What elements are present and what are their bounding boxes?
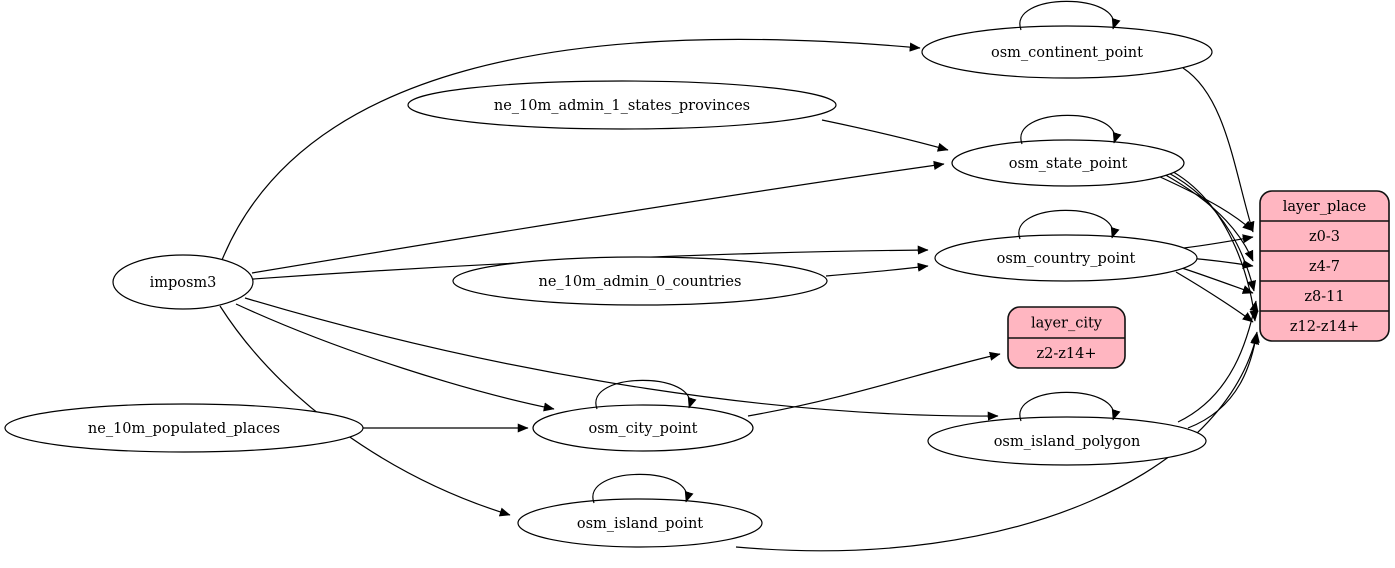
node-shape-osm_country_point bbox=[934, 234, 1198, 282]
nodes-layer: imposm3 ne_10m_admin_1_states_provincesne… bbox=[4, 25, 1390, 548]
edge-imposm3-to-osm_state_point bbox=[251, 160, 945, 274]
edge-imposm3-to-osm_city_point bbox=[235, 303, 555, 412]
node-osm_island_polygon: osm_island_polygon bbox=[927, 416, 1207, 466]
node-label-ne_10m_admin_0_countries: ne_10m_admin_0_countries bbox=[539, 274, 742, 290]
record-layer_city-row-z2-z14+: z2-z14+ bbox=[1036, 346, 1096, 362]
node-shape-ne_10m_populated_places bbox=[4, 403, 364, 453]
edge-osm_island_polygon-to-layer_place-z8-11 bbox=[1177, 300, 1259, 423]
node-shape-osm_state_point bbox=[951, 139, 1185, 187]
self-loop-edge-osm_island_point bbox=[592, 473, 694, 504]
record-title-layer_city: layer_city bbox=[1031, 316, 1103, 332]
self-loop-edge-osm_country_point bbox=[1018, 209, 1120, 240]
self-loop-edge-osm_state_point bbox=[1020, 114, 1122, 145]
edge-osm_country_point-to-layer_place-z12-z14+ bbox=[1175, 271, 1254, 323]
edge-osm_country_point-to-layer_place-z0-3 bbox=[1183, 234, 1254, 249]
edge-osm_city_point-to-layer_city-z2-z14+ bbox=[747, 351, 1001, 417]
self-loop-edge-osm_island_polygon bbox=[1019, 391, 1121, 422]
node-osm_continent_point: osm_continent_point bbox=[921, 25, 1213, 79]
edge-imposm3-to-osm_continent_point bbox=[221, 38, 921, 261]
edge-osm_state_point-to-layer_place-z8-11 bbox=[1164, 170, 1257, 292]
node-ne_10m_admin_1_states_provinces: ne_10m_admin_1_states_provinces bbox=[407, 80, 837, 130]
node-shape-imposm3 bbox=[112, 254, 254, 310]
edge-osm_continent_point-to-layer_place-z0-3 bbox=[1182, 67, 1255, 233]
node-shape-osm_island_polygon bbox=[927, 416, 1207, 466]
self-loop-edge-osm_city_point bbox=[595, 379, 697, 410]
node-ne_10m_populated_places: ne_10m_populated_places bbox=[4, 403, 364, 453]
node-label-osm_city_point: osm_city_point bbox=[588, 421, 697, 437]
node-shape-osm_island_point bbox=[517, 498, 763, 548]
node-osm_city_point: osm_city_point bbox=[532, 404, 754, 452]
node-label-ne_10m_admin_1_states_provinces: ne_10m_admin_1_states_provinces bbox=[494, 98, 750, 114]
node-ne_10m_admin_0_countries: ne_10m_admin_0_countries bbox=[452, 256, 828, 306]
node-label-imposm3: imposm3 bbox=[150, 275, 217, 291]
record-layer_city: layer_city z2-z14+ bbox=[1007, 306, 1126, 369]
edge-osm_country_point-to-layer_place-z8-11 bbox=[1181, 267, 1254, 294]
record-layer_place: layer_place z0-3 z4-7 z8-11 z12-z14+ bbox=[1259, 190, 1390, 342]
edge-osm_state_point-to-layer_place-z0-3 bbox=[1157, 175, 1254, 232]
self-loops-layer bbox=[592, 0, 1122, 504]
edge-osm_country_point-to-layer_place-z4-7 bbox=[1187, 257, 1254, 269]
edge-ne_10m_admin_1_states_provinces-to-osm_state_point bbox=[821, 119, 949, 152]
node-osm_island_point: osm_island_point bbox=[517, 498, 763, 548]
node-label-osm_island_polygon: osm_island_polygon bbox=[994, 434, 1141, 450]
node-label-osm_continent_point: osm_continent_point bbox=[991, 45, 1143, 61]
node-shape-osm_city_point bbox=[532, 404, 754, 452]
edge-osm_island_point-to-layer_place-z12-z14+ bbox=[735, 333, 1260, 552]
node-imposm3: imposm3 bbox=[112, 254, 254, 310]
node-label-osm_country_point: osm_country_point bbox=[997, 251, 1136, 267]
self-loop-edge-osm_continent_point bbox=[1019, 0, 1121, 31]
node-label-ne_10m_populated_places: ne_10m_populated_places bbox=[88, 421, 280, 437]
node-osm_country_point: osm_country_point bbox=[934, 234, 1198, 282]
node-label-osm_state_point: osm_state_point bbox=[1009, 156, 1128, 172]
node-shape-ne_10m_admin_1_states_provinces bbox=[407, 80, 837, 130]
record-layer_place-row-z4-7: z4-7 bbox=[1309, 259, 1340, 275]
edge-osm_state_point-to-layer_place-z4-7 bbox=[1161, 172, 1254, 262]
edge-ne_10m_admin_0_countries-to-osm_country_point bbox=[825, 262, 929, 277]
record-title-layer_place: layer_place bbox=[1283, 199, 1367, 215]
record-shape-layer_place bbox=[1259, 190, 1390, 342]
node-shape-ne_10m_admin_0_countries bbox=[452, 256, 828, 306]
record-layer_place-row-z0-3: z0-3 bbox=[1309, 229, 1340, 245]
node-label-osm_island_point: osm_island_point bbox=[577, 516, 703, 532]
node-osm_state_point: osm_state_point bbox=[951, 139, 1185, 187]
edge-osm_island_polygon-to-layer_place-z12-z14+ bbox=[1187, 331, 1260, 429]
record-layer_place-row-z8-11: z8-11 bbox=[1304, 289, 1344, 305]
node-shape-osm_continent_point bbox=[921, 25, 1213, 79]
edge-imposm3-to-osm_island_polygon bbox=[244, 297, 999, 421]
record-layer_place-row-z12-z14+: z12-z14+ bbox=[1290, 319, 1359, 335]
